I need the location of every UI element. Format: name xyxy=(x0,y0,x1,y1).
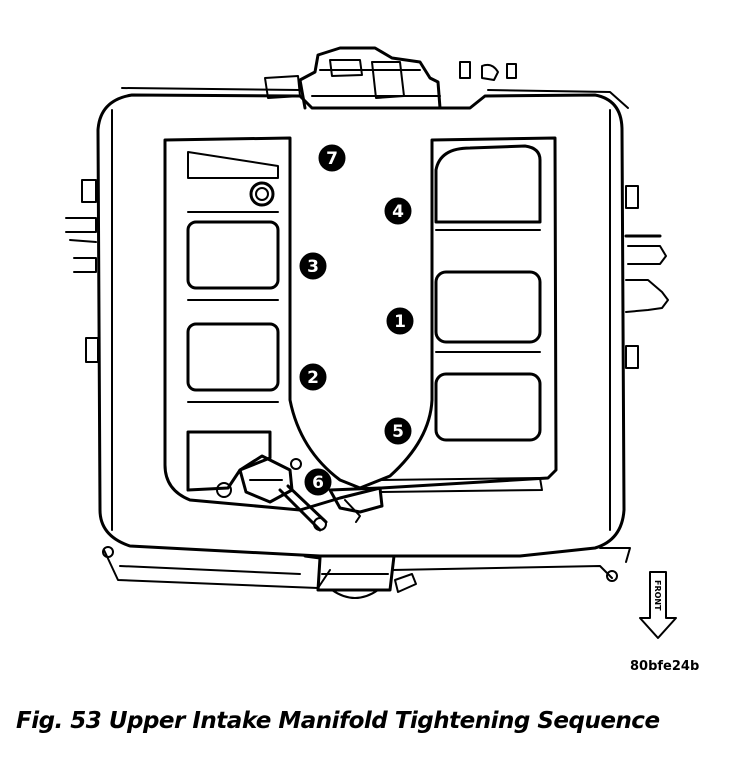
bolt-marker-2: 2 xyxy=(299,363,327,391)
bolt-marker-4: 4 xyxy=(384,197,412,225)
bolt-label-7: 7 xyxy=(326,149,338,169)
bolt-marker-1: 1 xyxy=(386,307,414,335)
front-arrow-icon: FRONT xyxy=(639,571,677,639)
figure-caption: Fig. 53 Upper Intake Manifold Tightening… xyxy=(16,708,660,734)
bolt-label-2: 2 xyxy=(307,368,319,388)
manifold-diagram: 1 2 3 4 5 6 7 FRONT xyxy=(65,46,677,639)
bolt-label-1: 1 xyxy=(394,312,406,332)
part-code: 80bfe24b xyxy=(630,659,700,674)
bolt-label-4: 4 xyxy=(392,202,404,222)
front-label: FRONT xyxy=(653,580,662,611)
sensor-assembly xyxy=(216,454,384,532)
throttle-body xyxy=(264,46,517,110)
manifold-outline xyxy=(96,93,626,558)
bolt-label-5: 5 xyxy=(392,422,404,442)
bolt-marker-6: 6 xyxy=(304,468,332,496)
bolt-marker-5: 5 xyxy=(384,417,412,445)
bolt-marker-3: 3 xyxy=(299,252,327,280)
bolt-label-6: 6 xyxy=(312,473,324,493)
bolt-marker-7: 7 xyxy=(318,144,346,172)
plenum-outline xyxy=(163,136,558,512)
bolt-label-3: 3 xyxy=(307,257,319,277)
